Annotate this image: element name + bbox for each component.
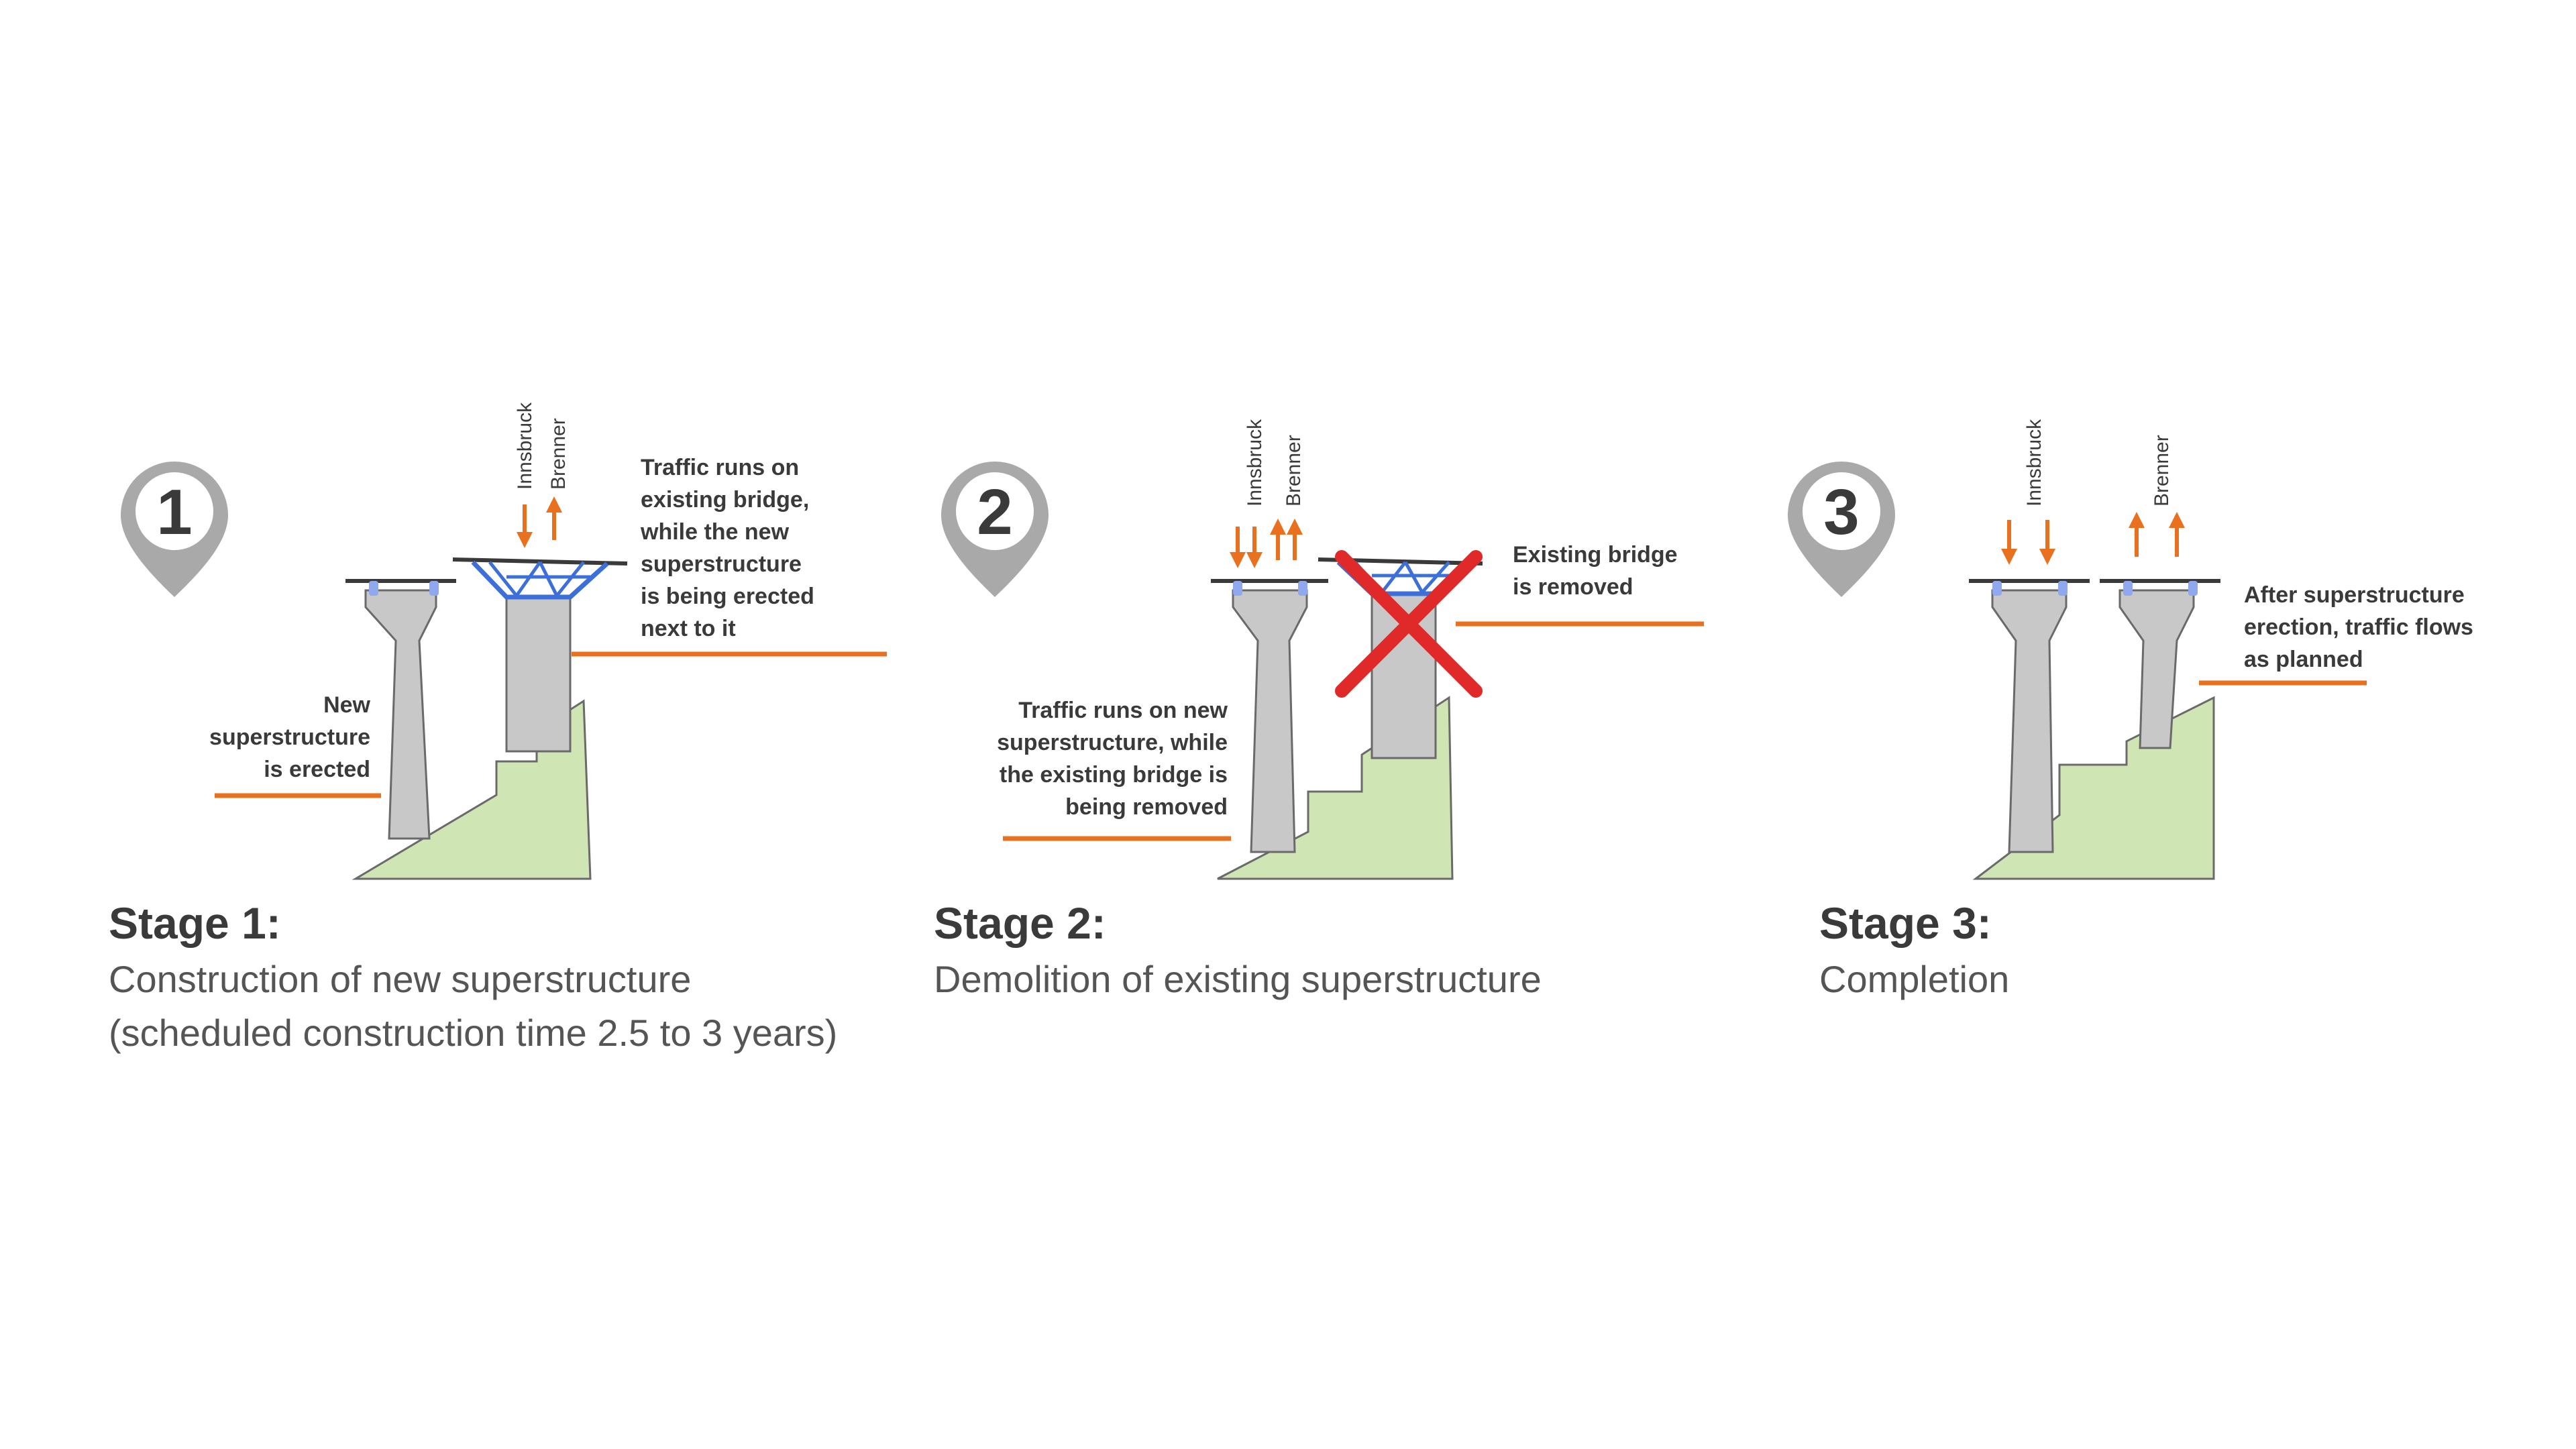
stage-2-badge-icon: 2 <box>941 462 1049 597</box>
stage-2-existing-bridge <box>1318 557 1483 759</box>
stage-3-description-line-1: Completion <box>1819 958 2010 1000</box>
stage-2-description: Demolition of existing superstructure <box>934 953 1542 1006</box>
stage-3-number: 3 <box>1823 476 1859 548</box>
stage-3-left-pillar <box>1969 579 2090 853</box>
stage-1-description-line-1: Construction of new superstructure <box>109 958 692 1000</box>
stage-1-description-line-2: (scheduled construction time 2.5 to 3 ye… <box>109 1012 838 1054</box>
stage-1-existing-bridge <box>452 557 628 753</box>
stage-1-number: 1 <box>156 476 192 548</box>
stage-3-right-pillar <box>2100 579 2220 749</box>
stage-3-badge-icon: 3 <box>1788 462 1895 597</box>
stage-2-innsbruck-label: Innsbruck <box>1244 419 1266 506</box>
stage-3-innsbruck-label: Innsbruck <box>2023 419 2045 506</box>
stage-2-description-line-1: Demolition of existing superstructure <box>934 958 1542 1000</box>
stage-1-new-pillar <box>345 579 456 840</box>
stage-3-description: Completion <box>1819 953 2009 1006</box>
stage-3-graphic: 3 Innsbruck Brenner After <box>1788 419 2473 880</box>
stage-1-title: Stage 1: <box>109 898 281 948</box>
stage-3-brenner-label: Brenner <box>2151 435 2173 506</box>
stage-2-number: 2 <box>977 476 1012 548</box>
stage-1-brenner-label: Brenner <box>547 418 570 490</box>
stage-1-badge-icon: 1 <box>121 462 228 597</box>
stage-2-new-pillar <box>1211 579 1328 853</box>
stage-2-graphic: 2 Innsbruck Brenner <box>941 419 1704 880</box>
stage-2-brenner-label: Brenner <box>1283 435 1305 506</box>
stage-3-title: Stage 3: <box>1819 898 1992 948</box>
stage-2-cross-icon <box>1335 550 1483 698</box>
stage-1-graphic: 1 Innsbruck Brenner <box>121 402 887 880</box>
stage-2-title: Stage 2: <box>934 898 1106 948</box>
stage-1-description: Construction of new superstructure (sche… <box>109 953 837 1060</box>
stage-1-innsbruck-label: Innsbruck <box>514 402 536 490</box>
